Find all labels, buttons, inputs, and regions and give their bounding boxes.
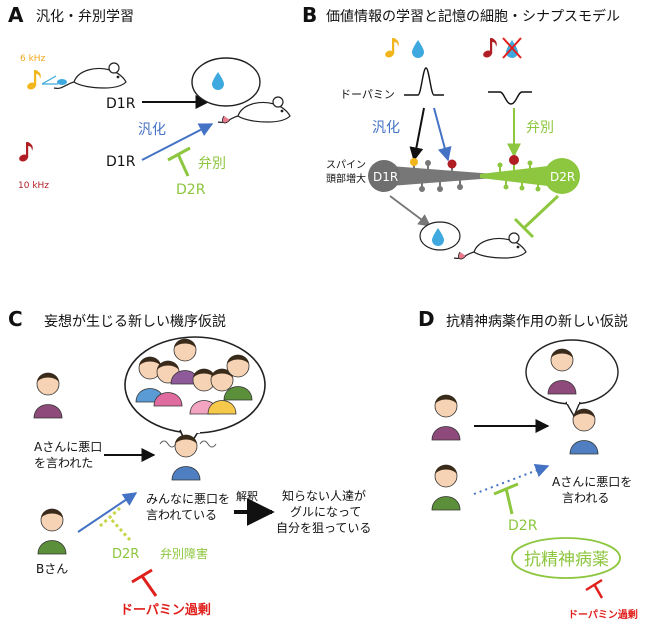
tone-6khz-label: 6 kHz [20,54,46,64]
dopamine-inhibition-c [131,568,158,597]
dopamine-label-b: ドーパミン [340,88,395,101]
panel-c-letter: C [8,307,23,331]
thought-bubble-gossip-d [525,339,619,418]
d1r-top-label: D1R [106,96,136,112]
panel-c-title: 妄想が生じる新しい機序仮説 [44,314,226,330]
antipsychotic-label: 抗精神病薬 [524,550,609,570]
music-note-red-b-icon [482,38,497,59]
calm-person-icon [569,408,599,455]
spine-label-line2: 頭部増大 [326,172,366,185]
water-drop-b-icon [412,40,424,58]
dopamine-dip-trace [488,91,532,105]
panel-a-letter: A [8,3,24,27]
dopamine-inhibition-d [585,578,604,599]
discrimination-disorder-label: 弁別障害 [160,546,208,561]
panel-b-letter: B [302,3,317,27]
black-input-arrow-b [409,107,425,162]
music-note-yellow-icon [26,70,41,91]
generalization-arrow-a [141,123,214,161]
d2r-label-a: D2R [176,182,206,198]
person-b-icon [37,508,67,555]
spine-label-line1: スパイン [326,159,366,171]
discrimination-label-a: 弁別 [198,156,226,172]
weakened-d2r-inhibition-c [98,506,132,542]
panel-d-title: 抗精神病薬作用の新しい仮説 [446,314,628,330]
d2r-label-c: D2R [112,547,139,562]
panel-b-title: 価値情報の学習と記憶の細胞・シナプスモデル [326,8,620,25]
generalization-arrow-d [473,463,550,495]
conclusion-line2: グルになって [290,505,361,519]
dopamine-burst-trace [404,67,444,96]
no-water-icon [502,37,522,59]
d2r-cell-label: D2R [550,170,575,184]
d1r-cell-label: D1R [373,170,398,184]
d2r-inhibition-d [493,482,519,515]
conclusion-line1: 知らない人達が [282,488,366,503]
generalization-label-b: 汎化 [372,120,400,136]
d1r-bottom-label: D1R [106,154,136,170]
thought-bubble-crowd [124,336,266,450]
said-label-line2: を言われた [34,456,93,470]
dopamine-excess-label-d: ドーパミン過剰 [568,608,638,621]
blue-input-arrow-b [433,107,452,162]
everyone-label-line1: みんなに悪口を [146,492,230,506]
person-a-gossiping-icon [33,372,63,419]
conclusion-line3: 自分を狙っている [276,521,371,535]
tone-10khz-label: 10 kHz [18,181,49,191]
drug-ellipse [511,537,621,579]
said-d-line2: 言われる [562,491,609,505]
d2r-label-d: D2R [508,518,538,534]
mouse-hearing-tone-icon [41,62,127,90]
panel-d-letter: D [418,307,435,331]
d1r-neuron [368,158,494,192]
music-note-yellow-b-icon [384,38,399,59]
said-d-line1: Aさんに悪口を [552,475,632,489]
mouse-drinking-b-icon [453,232,527,260]
d2r-inhibition-b [513,194,560,239]
discrimination-label-b: 弁別 [526,120,554,136]
said-label-line1: Aさんに悪口 [34,440,102,454]
interpretation-label: 解釈 [236,489,258,503]
everyone-label-line2: 言われている [146,508,217,522]
d2r-inhibition-a [167,146,191,177]
person-b-d-icon [431,464,461,511]
d1r-output-arrow [389,195,432,227]
person-a-d-icon [431,394,461,441]
generalization-label-a: 汎化 [138,122,166,138]
panel-a-title: 汎化・弁別学習 [36,9,134,25]
person-b-label: Bさん [36,562,68,576]
music-note-red-icon [18,142,33,163]
generalization-arrow-c [77,492,138,533]
dopamine-excess-label-c: ドーパミン過剰 [120,602,211,618]
worried-person-icon [159,434,217,481]
thought-bubble-water [191,57,261,107]
d2r-neuron [480,155,580,194]
thought-bubble-water-b [419,221,461,251]
